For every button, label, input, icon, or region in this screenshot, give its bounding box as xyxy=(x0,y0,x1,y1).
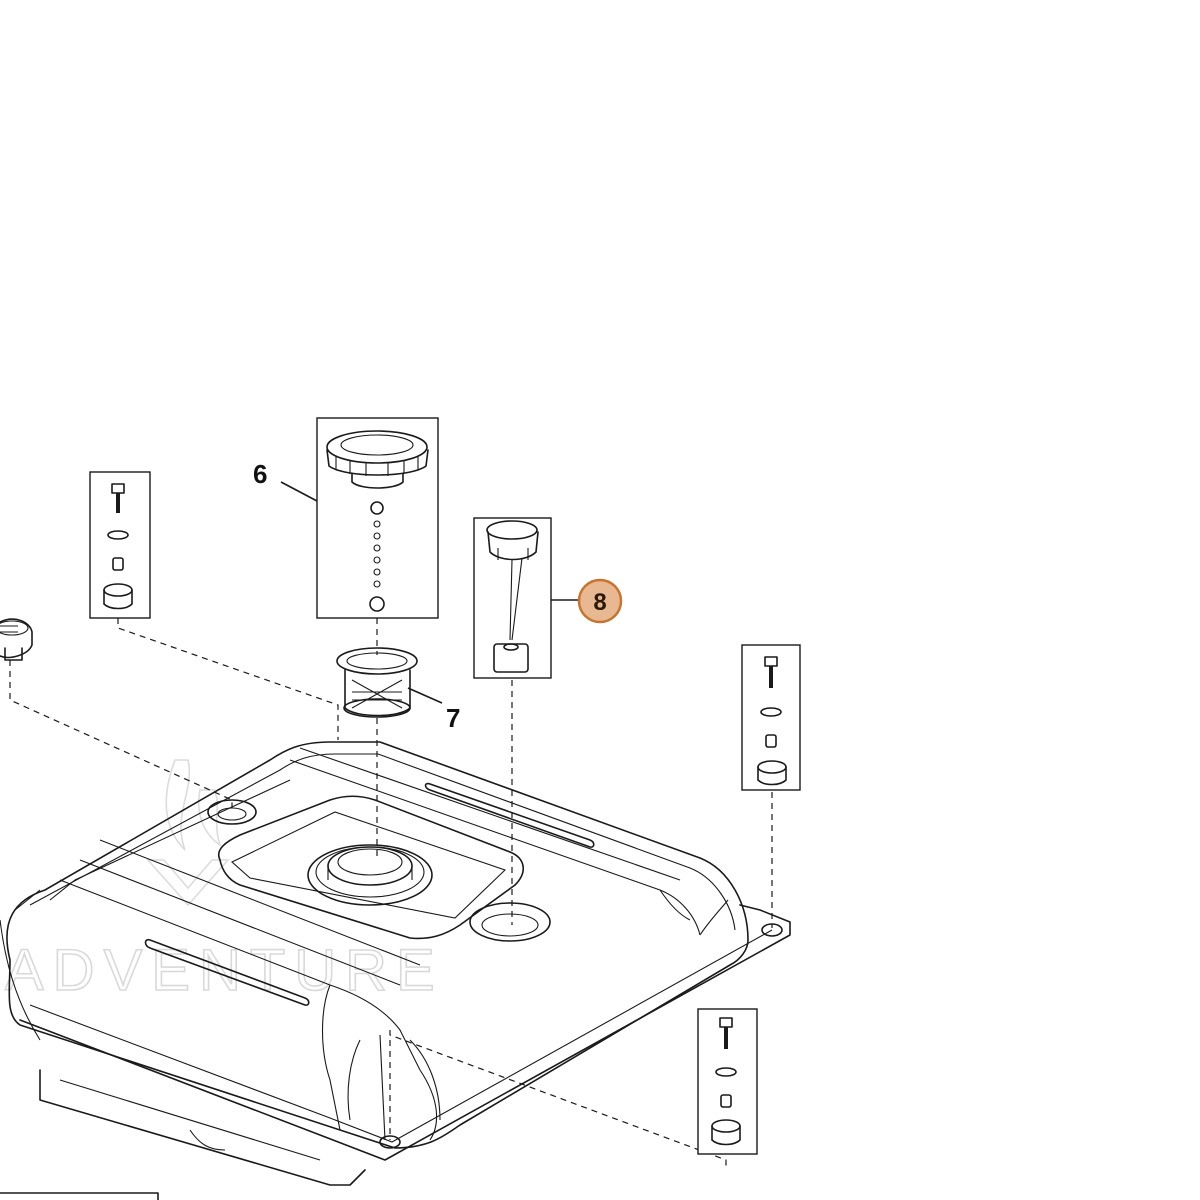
callout-8: 8 xyxy=(593,589,606,616)
filler-neck xyxy=(307,844,433,906)
callout-7: 7 xyxy=(446,703,460,733)
part-6-fuel-cap: 6 xyxy=(253,417,439,619)
part-6-box xyxy=(316,417,439,619)
fuel-tank xyxy=(0,741,791,1186)
callout-8-badge xyxy=(577,578,623,624)
part-8-fuel-gauge: 8 xyxy=(473,517,623,679)
part-8-box xyxy=(473,517,552,679)
mount-kit-top-left xyxy=(89,471,151,619)
watermark-logo xyxy=(146,759,230,907)
mount-kit-bottom-right xyxy=(697,1008,758,1155)
cropped-box-bottom-left xyxy=(0,1192,159,1200)
mount-kit-right xyxy=(741,644,801,791)
part-7-filter-strainer: 7 xyxy=(336,647,460,733)
mount-hole-front xyxy=(379,1135,401,1149)
callout-6: 6 xyxy=(253,459,267,489)
assembly-lines xyxy=(9,618,773,1170)
mount-hole-left xyxy=(207,799,257,825)
watermark-text: ADVENTURE xyxy=(5,938,444,1003)
gauge-port xyxy=(469,902,551,942)
mount-hole-right xyxy=(761,923,783,937)
left-fitting xyxy=(0,618,33,661)
